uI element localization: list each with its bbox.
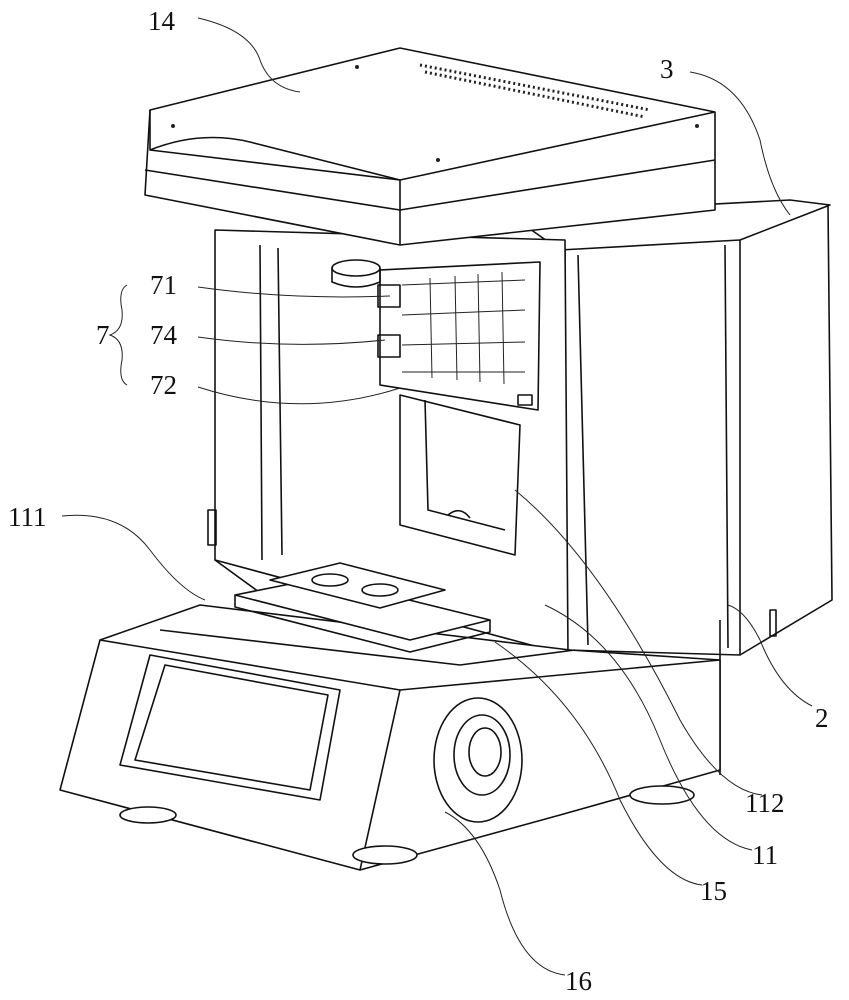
label-72: 72 (150, 372, 177, 399)
label-111: 111 (8, 504, 47, 531)
label-3: 3 (660, 56, 674, 83)
label-2: 2 (815, 705, 829, 732)
label-11: 11 (752, 842, 778, 869)
label-7: 7 (96, 322, 110, 349)
lid-14 (145, 48, 715, 245)
label-71: 71 (150, 272, 177, 299)
label-16: 16 (565, 968, 592, 995)
label-14: 14 (148, 8, 175, 35)
label-15: 15 (700, 878, 727, 905)
label-74: 74 (150, 322, 177, 349)
label-112: 112 (745, 790, 785, 817)
